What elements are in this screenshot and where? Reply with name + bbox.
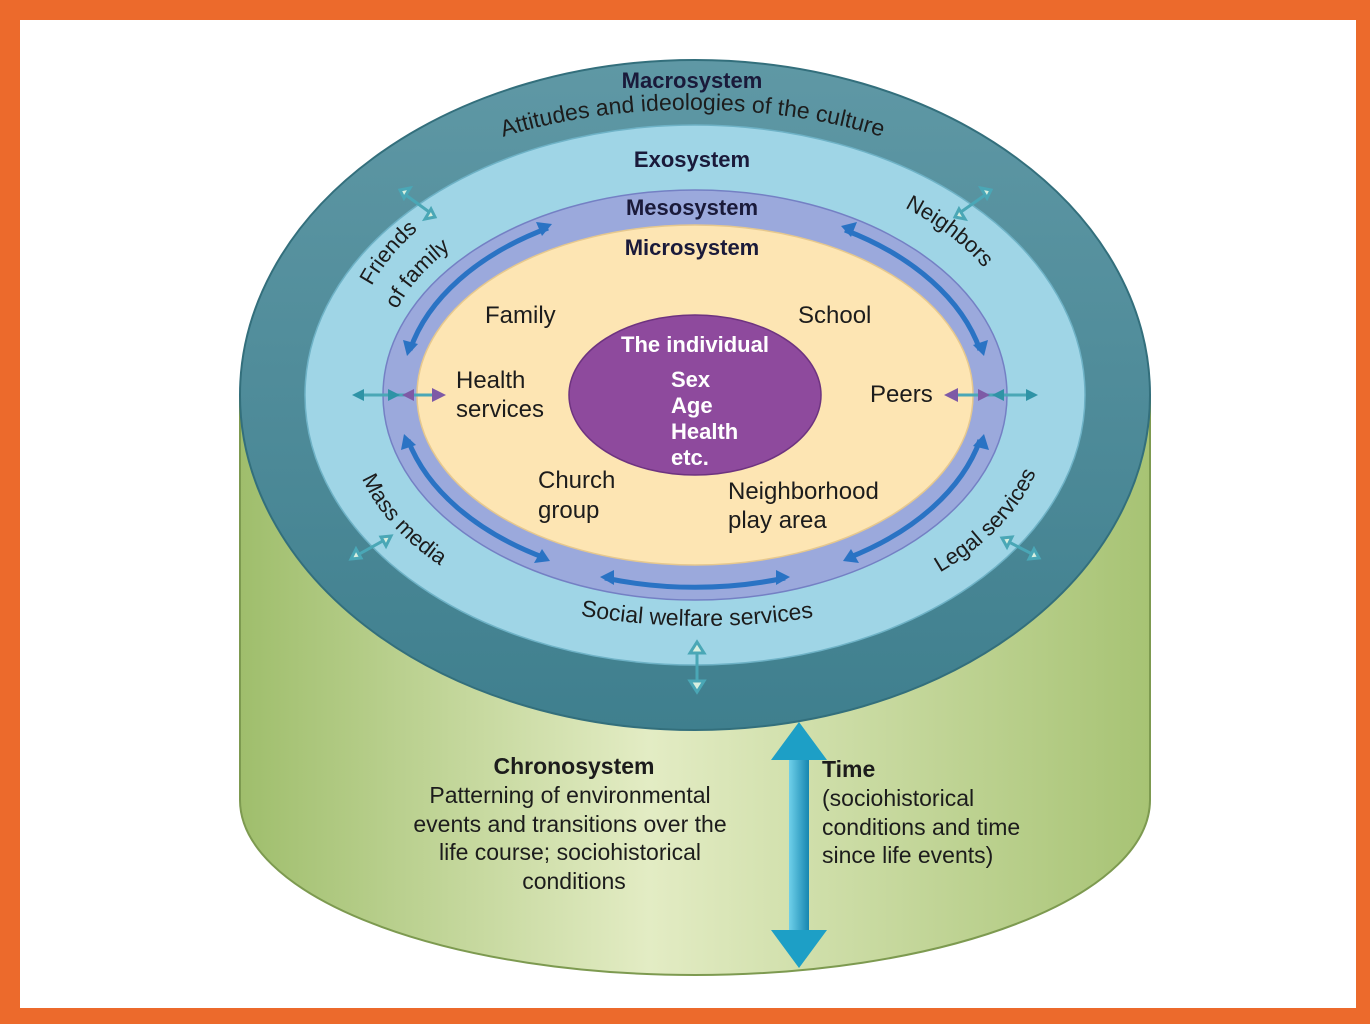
meso-arrow-bottom [604, 575, 786, 590]
micro-school-label: School [798, 302, 871, 329]
individual-core [568, 314, 822, 476]
exo-link-arrows [348, 185, 1042, 695]
meso-arrow-bottom-left [405, 439, 546, 561]
micro-health-label-1: Health [456, 367, 525, 394]
individual-trait-health: Health [671, 419, 738, 444]
individual-trait-sex: Sex [671, 367, 711, 392]
macrosystem-title: Macrosystem [622, 68, 763, 93]
time-arrow [771, 722, 827, 968]
chronosystem-line-3: life course; sociohistorical [439, 839, 701, 865]
micro-neighborhood-label-2: play area [728, 507, 827, 534]
mesosystem-arrows [405, 225, 983, 590]
meso-arrow-top-right [844, 227, 983, 351]
time-title: Time [822, 756, 875, 782]
microsystem-title: Microsystem [625, 235, 760, 260]
chronosystem-line-1: Patterning of environmental [429, 782, 710, 808]
individual-trait-etc: etc. [671, 445, 709, 470]
individual-title: The individual [621, 332, 769, 357]
mesosystem-title: Mesosystem [626, 195, 758, 220]
chronosystem-line-2: events and transitions over the [413, 811, 726, 837]
time-line-3: since life events) [822, 842, 993, 868]
micro-neighborhood-label-1: Neighborhood [728, 478, 879, 505]
micro-family-label: Family [485, 302, 556, 329]
micro-peers-label: Peers [870, 381, 933, 408]
meso-arrow-top-left [407, 225, 549, 351]
time-line-1: (sociohistorical [822, 785, 974, 811]
chronosystem-line-4: conditions [522, 868, 626, 894]
micro-church-label-2: group [538, 497, 599, 524]
individual-trait-age: Age [671, 393, 713, 418]
chronosystem-title: Chronosystem [493, 753, 654, 779]
mesosystem-arrowheads [401, 222, 989, 585]
side-link-arrows [352, 388, 1038, 402]
exosystem-title: Exosystem [634, 147, 750, 172]
micro-health-label-2: services [456, 396, 544, 423]
meso-arrow-bottom-right [847, 439, 983, 561]
micro-church-label-1: Church [538, 467, 615, 494]
time-line-2: conditions and time [822, 814, 1020, 840]
